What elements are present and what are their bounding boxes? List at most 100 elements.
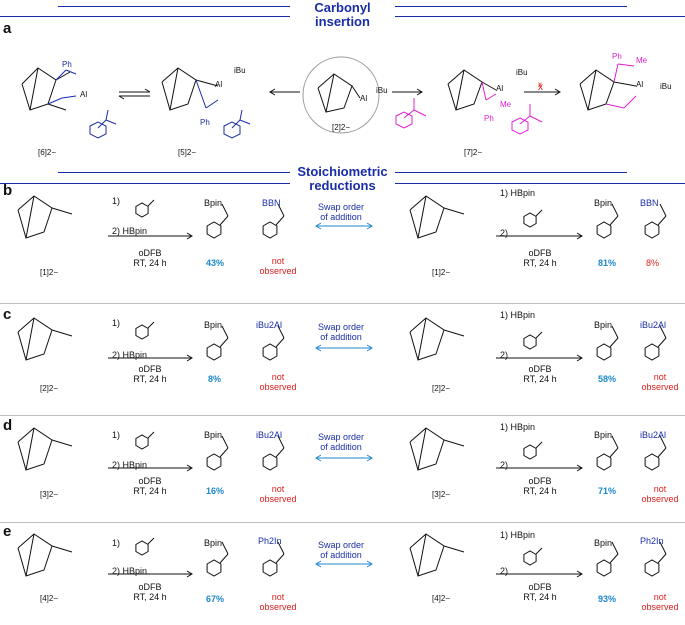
c-left-metal-bond	[51, 329, 73, 337]
c-right-metal-bond	[443, 329, 465, 337]
e-left-prod2-o	[277, 541, 285, 555]
d-right-prod2-ring	[644, 453, 660, 471]
c-left-notobs-2: observed	[259, 382, 297, 392]
d-right-yield: 71%	[598, 486, 617, 496]
d-left-arrowhead	[186, 464, 193, 472]
b-right-prod2-o	[659, 203, 667, 217]
e-step2-left: 2) HBpin	[112, 566, 148, 576]
ph-7: Ph	[484, 114, 494, 123]
separator-d-e	[0, 522, 685, 523]
e-right-label: [4]2−	[432, 594, 451, 603]
d-swap-arrowhead-r	[366, 454, 373, 462]
c-swap-2: of addition	[320, 332, 362, 342]
c-left-arrowhead	[186, 354, 193, 362]
e-right-cage	[409, 533, 445, 577]
e-right-prod2-c	[657, 553, 667, 564]
c-swap-1: Swap order	[317, 322, 365, 332]
e-left-notobs-1: not	[271, 592, 285, 602]
e-right-notobs-2: observed	[641, 602, 679, 612]
b-right-prod1-c	[609, 215, 619, 226]
b-left-notobs-1: not	[271, 256, 285, 266]
b-cond-right-temp: RT, 24 h	[523, 258, 557, 268]
d-right-label: [3]2−	[432, 490, 451, 499]
d-left-notobs-1: not	[271, 484, 285, 494]
d-left-aldehyde-c	[147, 431, 155, 439]
b-right-aldehyde-c	[535, 209, 543, 217]
c-left-prod2-c	[275, 337, 285, 348]
e-cond-right-temp: RT, 24 h	[523, 592, 557, 602]
d-right-notobs-1: not	[653, 484, 667, 494]
d-right-notobs: not observed	[638, 484, 682, 504]
b-left-prod1-ring	[206, 221, 222, 239]
e-left-prod2-ring	[262, 559, 278, 577]
d-right-cage	[409, 427, 445, 471]
d-right-notobs-2: observed	[641, 494, 679, 504]
b-left-arrowhead	[186, 232, 193, 240]
panel-a-structures: x	[21, 56, 637, 139]
b-right-cage-bond	[417, 195, 427, 239]
b-left-yield: 43%	[206, 258, 225, 268]
d-cond-right-solvent: oDFB	[528, 476, 552, 486]
c-left-prod2-o	[277, 325, 285, 339]
d-step1-left: 1)	[112, 430, 121, 440]
e-step1-right: 1) HBpin	[500, 530, 536, 540]
c-right-label: [2]2−	[432, 384, 451, 393]
separator-c-d	[0, 415, 685, 416]
stoich-title-line1: Stoichiometric	[297, 164, 388, 179]
me-7: Me	[500, 100, 512, 109]
carbonyl-title-line1: Carbonyl	[314, 0, 371, 15]
c-swap-arrowhead-l	[315, 344, 322, 352]
d-right-prod1-o	[611, 435, 619, 449]
stoichiometric-reductions-title: Stoichiometric reductions	[285, 165, 400, 193]
d-swap-arrowhead-l	[315, 454, 322, 462]
atom-al-5: Al	[215, 80, 223, 89]
d-prod1-tag: Bpin	[204, 430, 223, 440]
d-left-cage-bond	[25, 427, 35, 471]
e-left-notobs-2: observed	[259, 602, 297, 612]
atom-al-6: Al	[80, 90, 88, 99]
e-swap-arrowhead-l	[315, 560, 322, 568]
header-rule-left-top	[58, 6, 290, 7]
c-right-prod2-o	[659, 325, 667, 339]
d-left-notobs-2: observed	[259, 494, 297, 504]
e-cond-right: oDFB RT, 24 h	[500, 582, 580, 602]
e-right-prod2-tag: Ph2In	[640, 536, 664, 546]
me-8: Me	[636, 56, 648, 65]
b-right-metal-bond	[443, 207, 465, 215]
e-right-aldehyde-c	[535, 547, 543, 555]
c-right-cage-bond	[417, 317, 427, 361]
c-right-prod1-tag: Bpin	[594, 320, 613, 330]
svg-text:x: x	[538, 82, 543, 93]
b-right-prod2-ring	[644, 221, 660, 239]
c-left-notobs: not observed	[258, 372, 298, 392]
header-rule-right-top	[395, 6, 627, 7]
d-right-prod2-o	[659, 435, 667, 449]
crossed-arrow-mark: x	[538, 80, 542, 89]
c-prod1-tag: Bpin	[204, 320, 223, 330]
e-right-cage-bond	[417, 533, 427, 577]
c-right-prod1-ring	[596, 343, 612, 361]
panel-letter-a: a	[3, 20, 12, 37]
e-left-yield: 67%	[206, 594, 225, 604]
d-right-prod1-tag: Bpin	[594, 430, 613, 440]
d-left-prod1-o	[221, 435, 229, 449]
panel-letter-b: b	[3, 182, 13, 199]
c-step1-right: 1) HBpin	[500, 310, 536, 320]
d-step2-left: 2) HBpin	[112, 460, 148, 470]
stoich-title-line2: reductions	[309, 178, 376, 193]
c-right-notobs-1: not	[653, 372, 667, 382]
e-right-prod2-ring	[644, 559, 660, 577]
b-right-aldehyde-ring	[523, 212, 537, 228]
c-right-arrowhead	[576, 354, 583, 362]
d-cond-left: oDFB RT, 24 h	[110, 476, 190, 496]
b-step1-left: 1)	[112, 196, 121, 206]
panel-letter-c: c	[3, 306, 12, 323]
e-left-prod1-o	[221, 541, 229, 555]
b-right-prod1-ring	[596, 221, 612, 239]
d-right-aldehyde-c	[535, 441, 543, 449]
b-left-cage-bond	[25, 195, 35, 239]
carbonyl-title-line2: insertion	[315, 14, 370, 29]
c-right-prod2-ring	[644, 343, 660, 361]
c-left-label: [2]2−	[40, 384, 59, 393]
b-left-prod1-c	[219, 215, 229, 226]
